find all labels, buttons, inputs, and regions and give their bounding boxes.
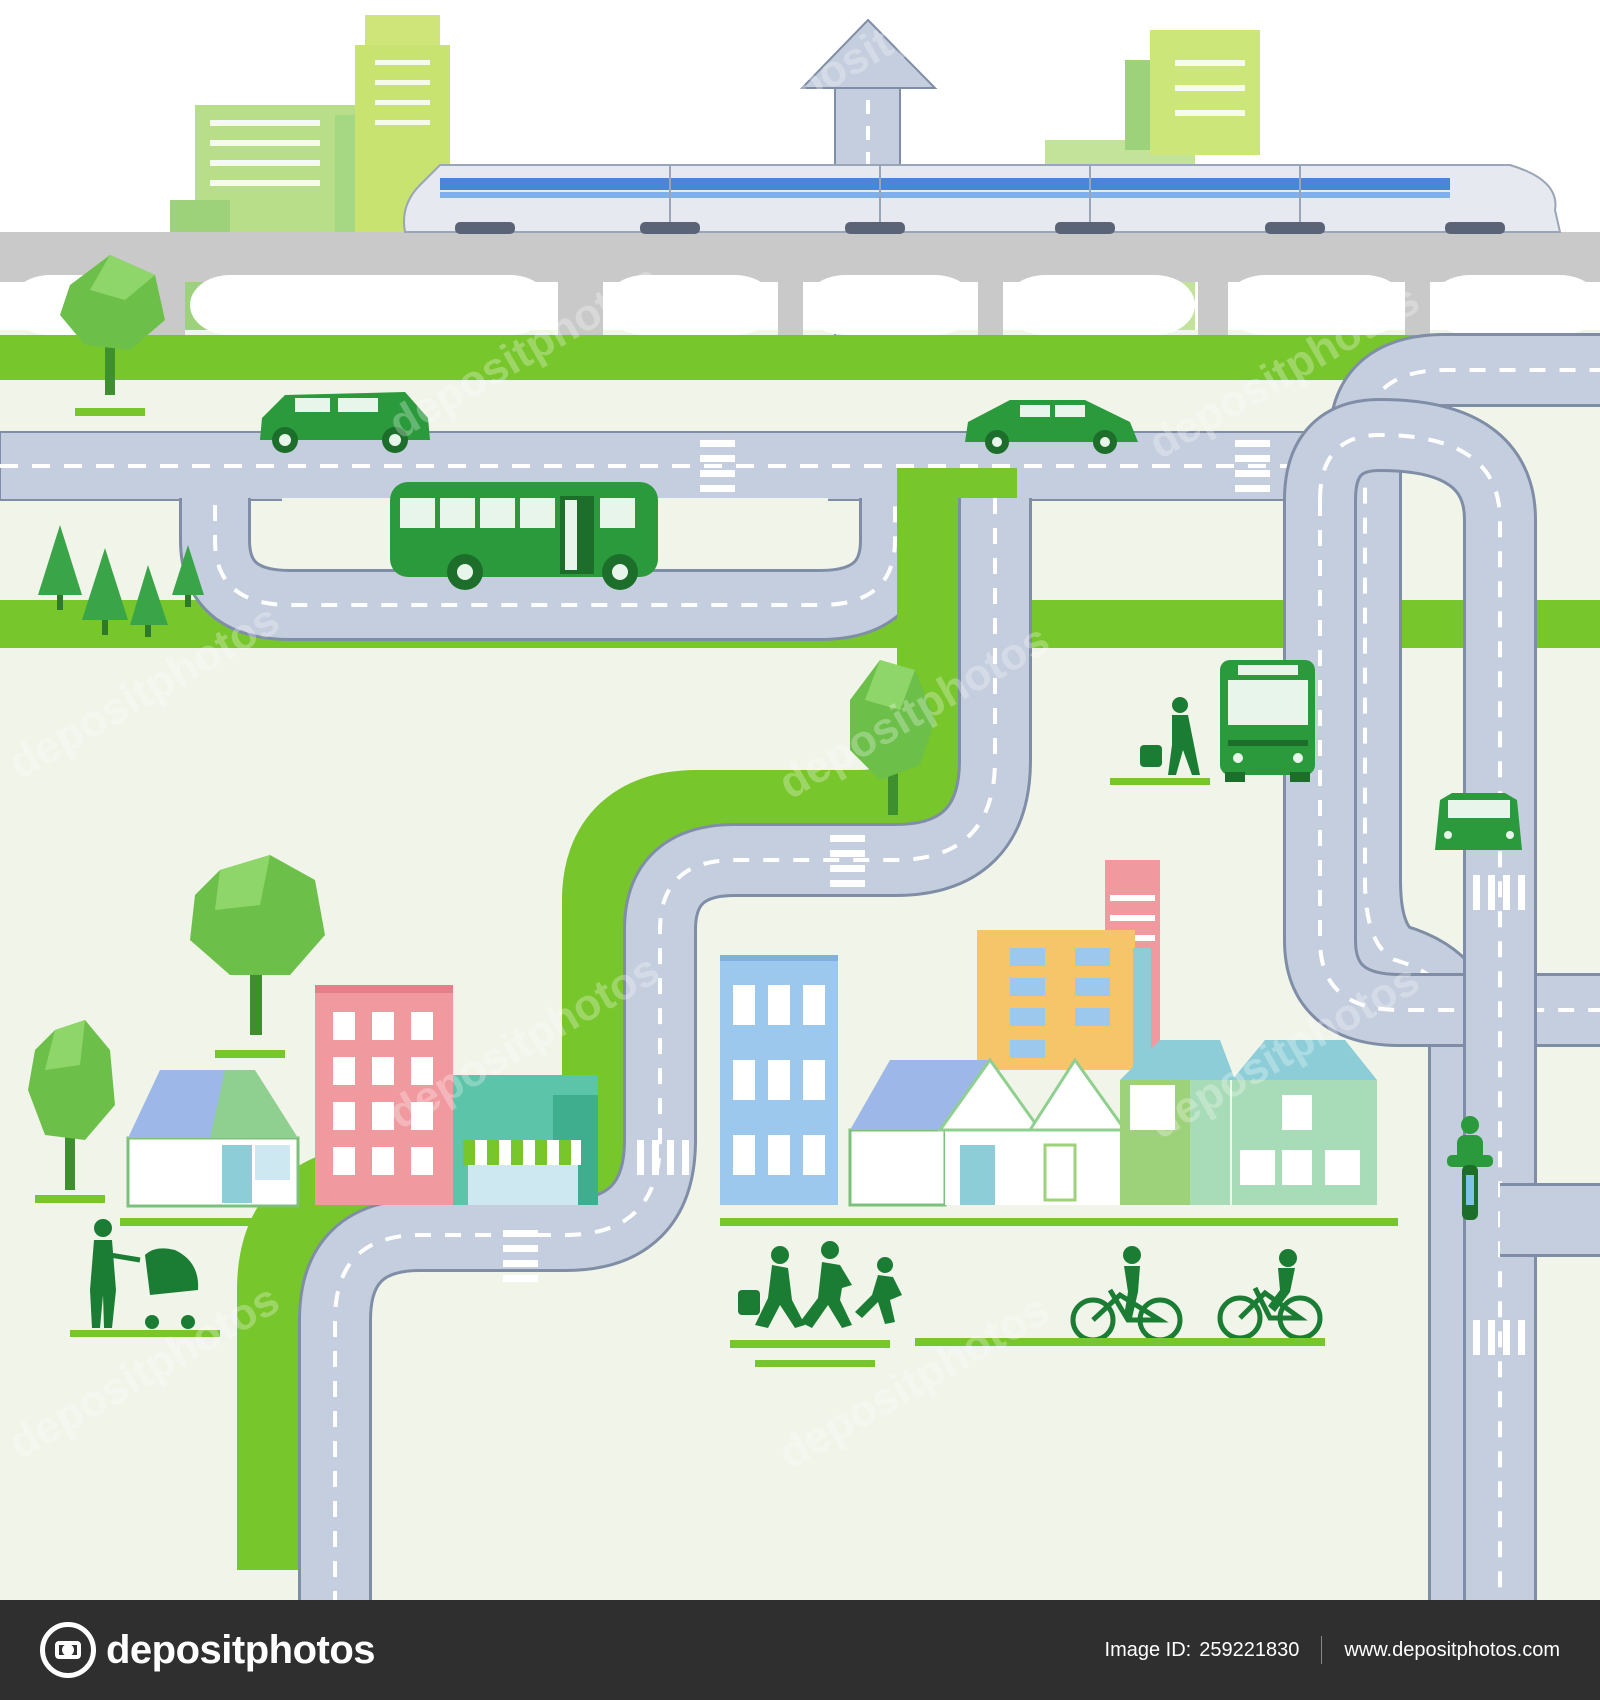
house-left-blue-roof	[120, 1070, 325, 1226]
pine-trees	[38, 525, 204, 637]
grass-strip-top	[0, 335, 1600, 380]
motorcycle-rider	[1447, 1116, 1493, 1220]
cyclists	[915, 1246, 1325, 1346]
divider	[1321, 1636, 1323, 1664]
green-bus-side	[390, 482, 658, 590]
running-people	[730, 1241, 902, 1367]
parent-with-stroller	[70, 1219, 220, 1337]
serpentine-road	[237, 468, 1032, 1600]
right-loop-road	[1283, 333, 1600, 1600]
bus-loop-road	[179, 498, 931, 641]
image-id: 259221830	[1199, 1638, 1300, 1661]
shop-teal	[453, 1075, 598, 1205]
tree-top-left	[60, 255, 165, 416]
tree-left-1	[190, 855, 325, 1058]
green-sedan	[965, 400, 1138, 454]
building-pink	[315, 985, 453, 1205]
brand-name: depositphotos	[106, 1627, 376, 1672]
site-url-link[interactable]: www.depositphotos.com	[1344, 1638, 1560, 1661]
person-with-luggage	[1110, 697, 1210, 785]
stock-footer-bar: depositphotos Image ID: 259221830 www.de…	[0, 1600, 1600, 1700]
building-light-blue	[720, 955, 838, 1205]
green-car-front	[1435, 793, 1522, 850]
tree-left-2	[28, 1020, 115, 1203]
green-suv	[260, 392, 430, 453]
high-speed-train	[403, 164, 1562, 234]
row-houses	[720, 1040, 1398, 1226]
green-bus-front	[1220, 660, 1315, 782]
building-orange	[977, 860, 1160, 1070]
camera-icon	[40, 1622, 96, 1678]
image-id-label: Image ID:	[1104, 1638, 1192, 1661]
depositphotos-logo[interactable]: depositphotos	[40, 1622, 376, 1678]
image-meta: Image ID: 259221830 www.depositphotos.co…	[1105, 1636, 1560, 1664]
tree-roadside	[850, 660, 935, 815]
main-horizontal-road	[0, 431, 1311, 501]
city-map-scene: depositphotos depositphotos depositphoto…	[0, 0, 1600, 1600]
